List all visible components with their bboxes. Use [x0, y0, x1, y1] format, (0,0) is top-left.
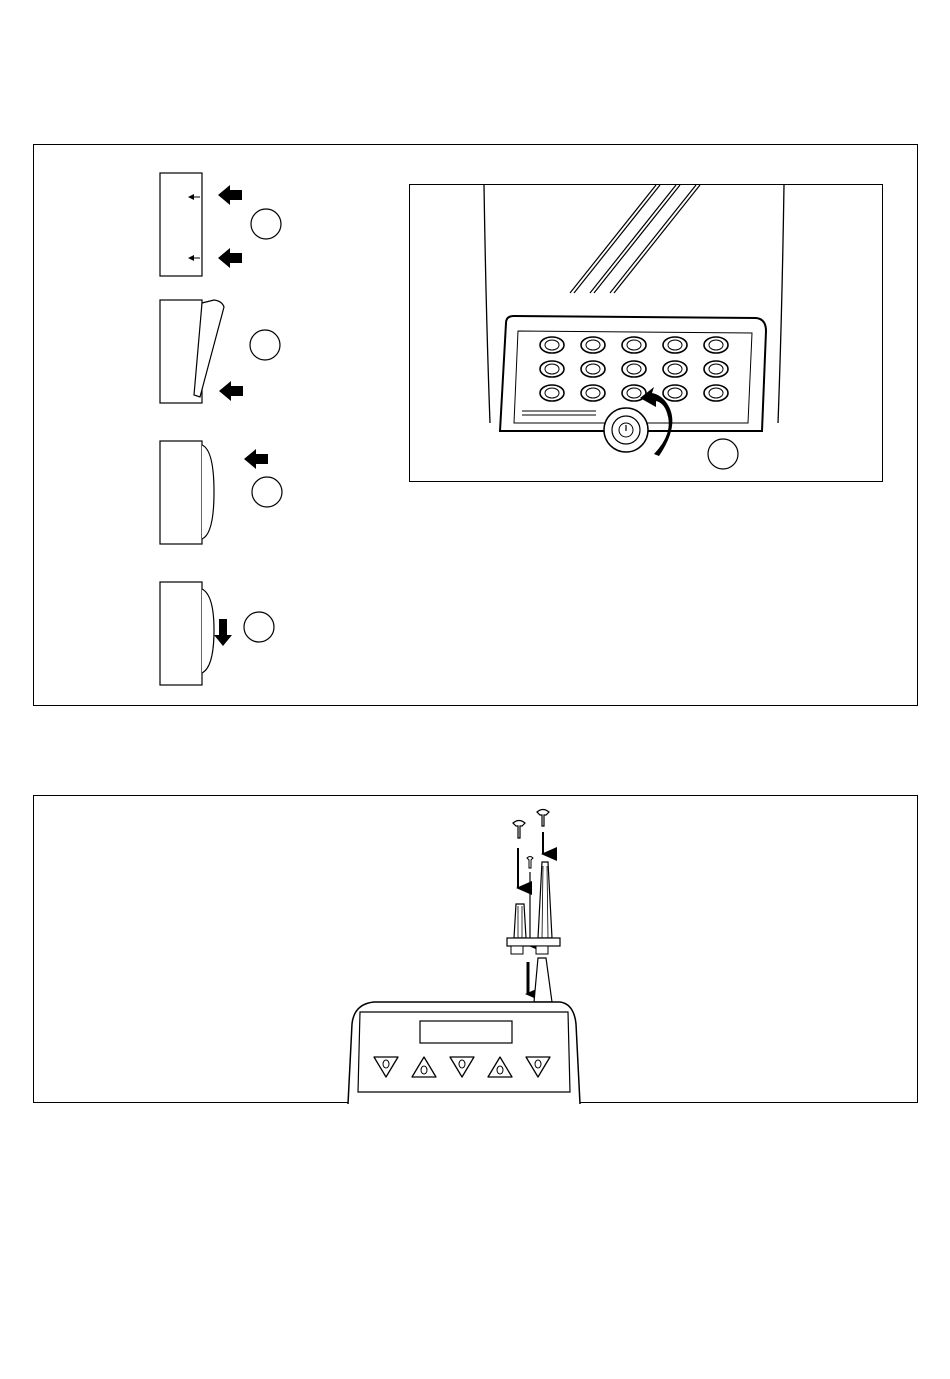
key-lock: [604, 408, 648, 452]
step-1-marker: [251, 209, 281, 239]
device-display: [420, 1021, 512, 1043]
keypad-detail-frame: [409, 184, 883, 482]
keypad-key: [581, 361, 605, 377]
keypad-key: [540, 385, 564, 401]
front-cover-seated: [202, 445, 214, 539]
antenna-bracket: [507, 862, 560, 954]
figure-2-drawing: [34, 796, 919, 1104]
keypad-key: [540, 361, 564, 377]
housing-side-view: [160, 582, 202, 685]
push-arrow-lower-icon: [218, 248, 242, 268]
keypad-key: [663, 385, 687, 401]
decor-stripes: [570, 185, 700, 293]
keypad-key: [540, 337, 564, 353]
keypad-key: [622, 337, 646, 353]
keypad-key: [704, 337, 728, 353]
keypad-key: [704, 361, 728, 377]
slide-down-arrow-icon: [214, 619, 232, 646]
housing-side-view: [160, 441, 202, 544]
device-left-edge: [484, 185, 490, 423]
keypad-key: [622, 361, 646, 377]
detail-marker: [708, 439, 738, 469]
keypad-key: [581, 385, 605, 401]
push-arrow-icon: [219, 381, 243, 401]
keypad-key: [663, 337, 687, 353]
figure-1-frame: [33, 144, 918, 706]
screw-right-icon: [537, 810, 549, 827]
push-arrow-upper-icon: [218, 185, 242, 205]
step-3-marker: [252, 477, 282, 507]
keypad-key: [663, 361, 687, 377]
step-3-illustration: [160, 441, 282, 544]
screw-left-icon: [513, 821, 525, 839]
step-4-illustration: [160, 582, 274, 685]
keypad-detail-drawing: [410, 185, 884, 483]
small-screw-icon: [527, 857, 533, 869]
antenna-stub: [534, 958, 552, 1002]
step-2-illustration: [160, 300, 280, 403]
push-arrow-icon: [244, 449, 268, 469]
front-cover-slid: [202, 589, 214, 673]
figure-2-frame: [33, 795, 918, 1103]
device-right-edge: [778, 185, 784, 423]
step-1-illustration: [160, 173, 281, 276]
step-4-marker: [244, 612, 274, 642]
step-2-marker: [250, 330, 280, 360]
housing-side-view: [160, 173, 202, 276]
keypad-key: [704, 385, 728, 401]
keypad-key: [581, 337, 605, 353]
